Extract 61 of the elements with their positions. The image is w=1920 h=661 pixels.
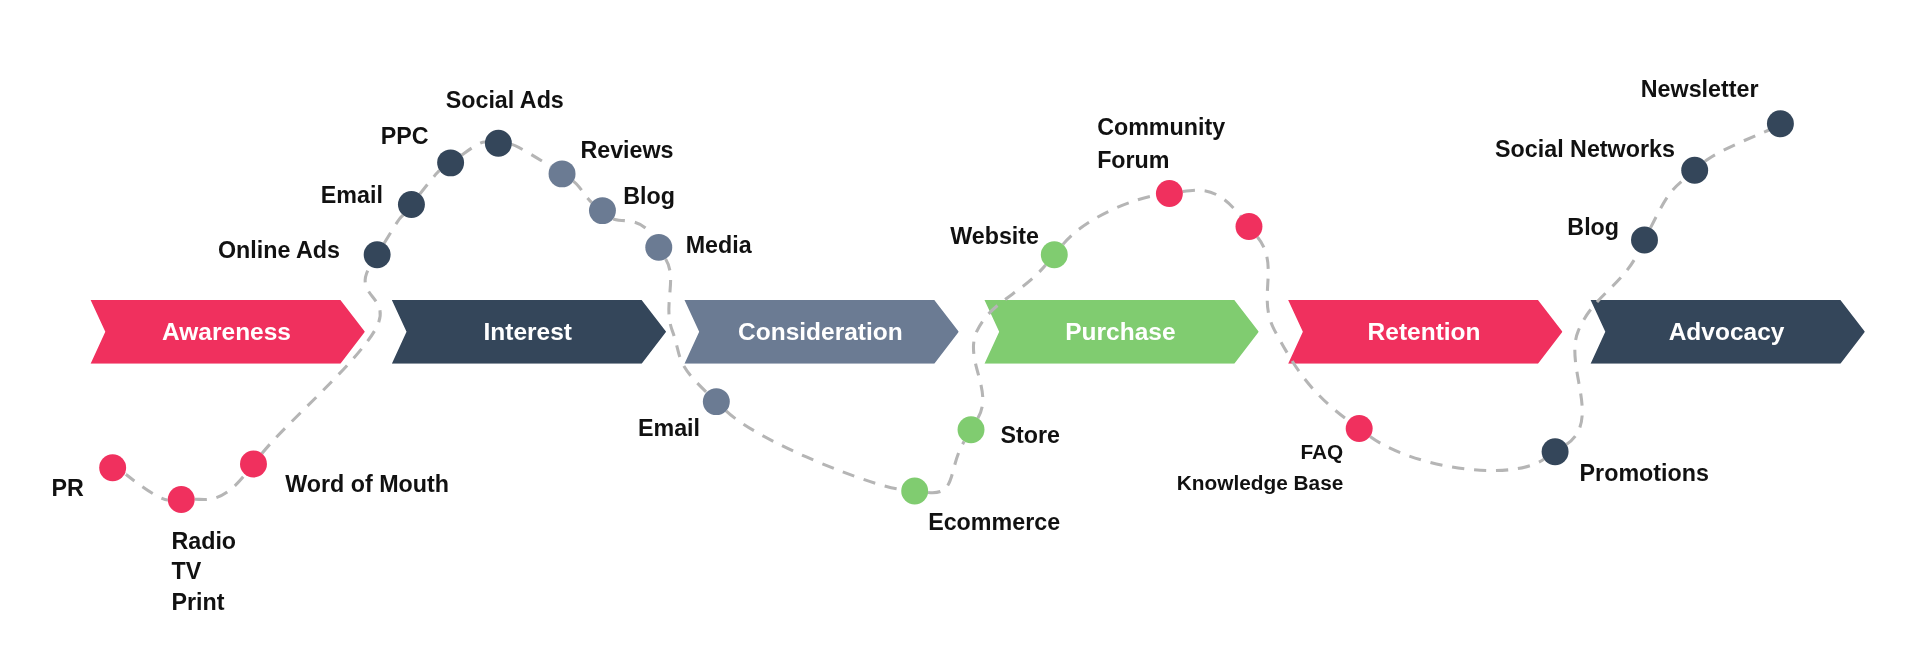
dashed-connector (664, 258, 708, 394)
dashed-connector (382, 213, 405, 244)
dashed-connector (194, 473, 247, 502)
touchpoint-dot (1681, 156, 1709, 184)
stage-banner: Purchase (982, 300, 1259, 364)
touchpoint-label: Promotions (1579, 458, 1709, 488)
dashed-connector (972, 264, 1047, 419)
touchpoint-label: Website (950, 221, 1039, 250)
touchpoint-label: Radio (171, 526, 237, 555)
touchpoint-label: Newsletter (1640, 74, 1759, 103)
touchpoint-dot (167, 486, 195, 514)
dashed-connector (1704, 128, 1770, 163)
touchpoint-dot (397, 191, 425, 218)
touchpoint-dot (1766, 110, 1794, 138)
touchpoint-label: Store (1000, 420, 1060, 450)
touchpoint-dot (548, 160, 576, 188)
touchpoint-label: PPC (380, 122, 429, 151)
touchpoint-dot (240, 450, 267, 478)
touchpoint-dot (1155, 180, 1183, 207)
dashed-connector (928, 440, 966, 495)
touchpoint-label: Blog (1567, 212, 1620, 242)
touchpoint-label: Media (685, 231, 752, 260)
stage-banner: Retention (1285, 300, 1563, 364)
touchpoint-label: Email (320, 180, 383, 210)
touchpoint-dot (363, 241, 391, 269)
touchpoint-label: Email (637, 413, 701, 443)
touchpoint-dot (589, 197, 616, 225)
touchpoint-label: TV (171, 556, 203, 586)
touchpoint-dot (1541, 438, 1569, 466)
touchpoint-dot (645, 233, 673, 261)
stage-banner: Interest (389, 300, 667, 364)
touchpoint-label: Community Forum (1097, 112, 1226, 175)
touchpoint-label: Blog (623, 182, 675, 211)
dashed-connector (460, 140, 486, 157)
stage-banner: Consideration (682, 300, 959, 364)
touchpoint-label: Social Networks (1495, 134, 1675, 163)
dashed-connector (572, 180, 593, 204)
touchpoint-dot (1345, 415, 1373, 443)
touchpoint-label: Word of Mouth (285, 469, 449, 499)
touchpoint-label: Ecommerce (928, 507, 1061, 537)
touchpoint-dot (1235, 213, 1263, 240)
touchpoint-label: Social Ads (445, 85, 564, 115)
touchpoint-dot (437, 149, 465, 177)
stage-banner: Advocacy (1588, 300, 1865, 364)
touchpoint-dot (957, 416, 985, 444)
touchpoint-dot (1040, 241, 1068, 269)
touchpoint-dot (99, 454, 127, 482)
touchpoint-label: Knowledge Base (1176, 470, 1344, 497)
touchpoint-dot (484, 129, 512, 157)
dashed-connector (1369, 435, 1545, 473)
touchpoint-label: Online Ads (217, 235, 340, 265)
touchpoint-label: FAQ (1300, 439, 1344, 467)
dashed-connector (123, 472, 168, 502)
touchpoint-label: Print (171, 587, 226, 617)
touchpoint-dot (901, 477, 929, 505)
touchpoint-label: Reviews (580, 135, 674, 165)
dashed-connector (418, 169, 441, 195)
touchpoint-dot (1631, 226, 1658, 254)
stage-banner: Awareness (88, 300, 365, 364)
touchpoint-dot (702, 388, 730, 416)
touchpoint-label: PR (51, 473, 84, 503)
